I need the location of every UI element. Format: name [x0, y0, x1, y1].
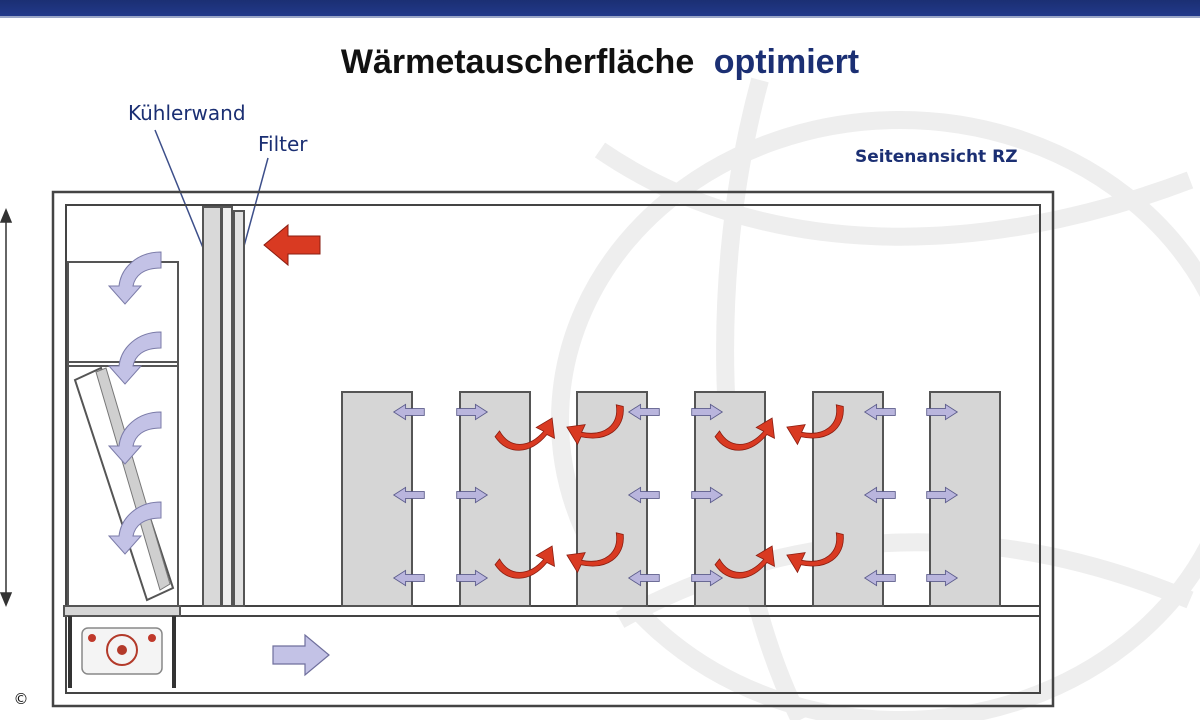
curved-arrow-icon	[108, 251, 162, 305]
red-arrow-icon	[263, 224, 321, 266]
hot-air-curved-arrows	[493, 402, 852, 586]
side-view-label: Seitenansicht RZ	[855, 147, 1018, 167]
cooler-wall-leader	[154, 129, 211, 266]
cooler-wall-label: Kühlerwand	[128, 101, 246, 125]
copyright-symbol: ©	[13, 690, 29, 708]
height-dimension-line	[0, 208, 13, 607]
server-rack-2	[459, 391, 531, 607]
filter-label: Filter	[258, 132, 308, 156]
title-main: Wärmetauscherfläche	[341, 43, 694, 81]
top-banner	[0, 0, 1200, 18]
filter-panel-outer	[233, 210, 245, 607]
server-racks	[341, 391, 1001, 607]
filter-panel	[221, 206, 233, 607]
cooler-wall	[202, 206, 222, 607]
curved-arrow-icon	[108, 331, 162, 385]
slanted-filter-panel	[73, 366, 175, 602]
fan-icon	[68, 616, 176, 688]
room-inner-frame	[65, 204, 1041, 694]
lavender-arrow-icon	[272, 634, 330, 676]
room-outer-frame	[51, 190, 1055, 708]
title-highlight: optimiert	[714, 43, 859, 81]
air-handling-cabinet	[63, 261, 181, 617]
page-title: Wärmetauscherfläche optimiert	[341, 43, 859, 81]
server-rack-6	[929, 391, 1001, 607]
